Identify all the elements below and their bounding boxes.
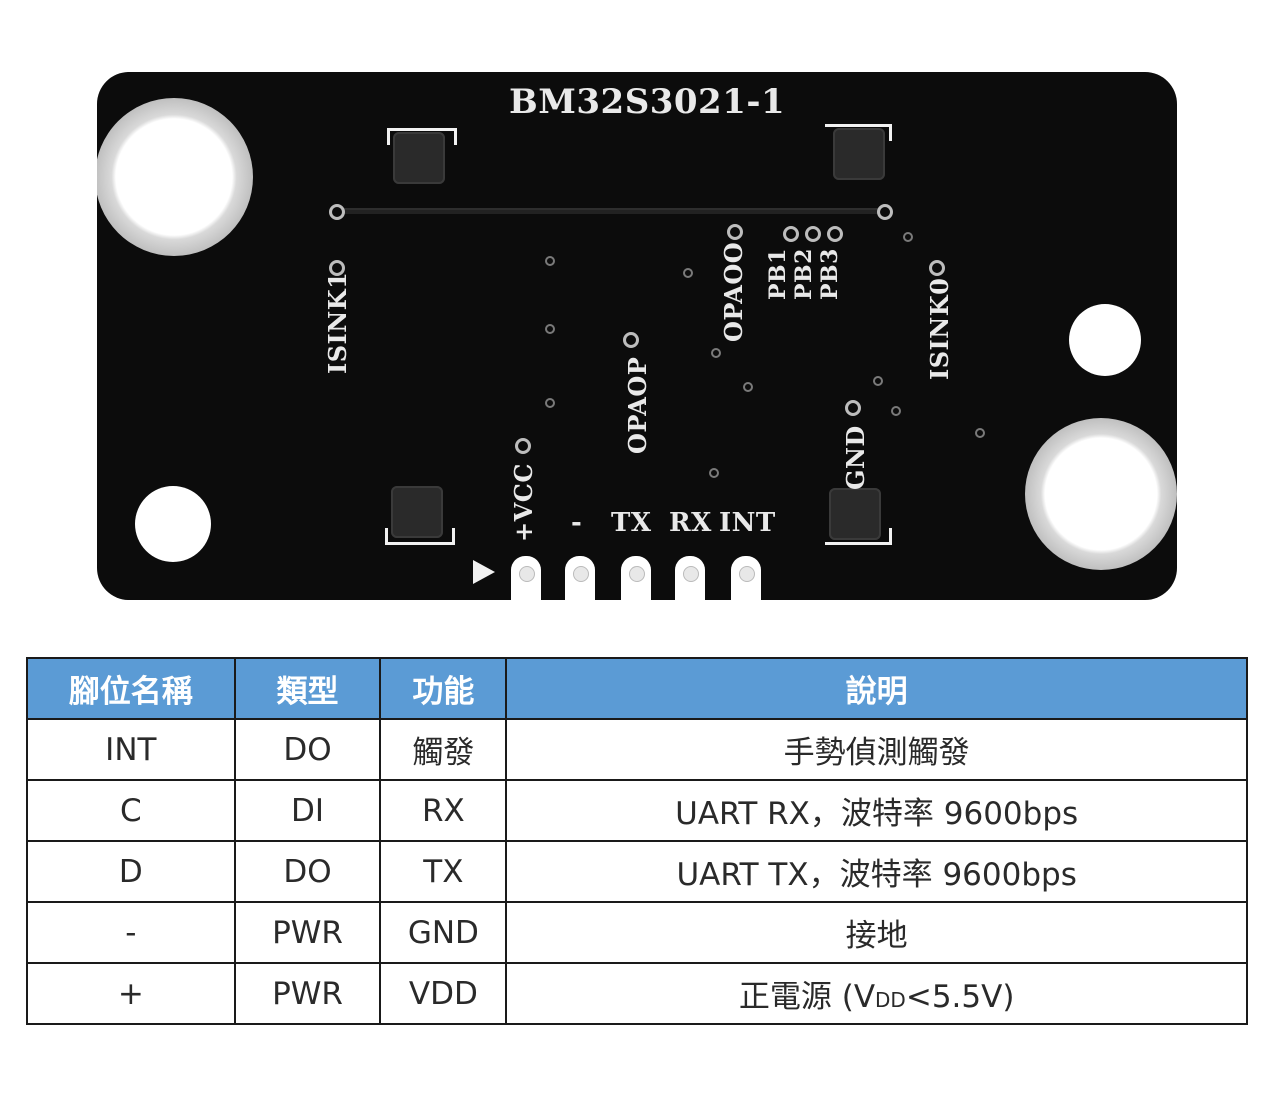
header-description: 說明 bbox=[505, 657, 1248, 720]
isink0-label: ISINK0 bbox=[925, 277, 954, 380]
mounting-hole-right-middle bbox=[1069, 304, 1141, 376]
cell-type: PWR bbox=[233, 901, 382, 964]
table-row: C DI RX UART RX，波特率 9600bps bbox=[26, 779, 1248, 842]
description-subscript: DD bbox=[875, 988, 906, 1012]
via bbox=[783, 226, 799, 242]
via bbox=[743, 382, 753, 392]
cell-pin-name: - bbox=[26, 901, 236, 964]
via bbox=[727, 224, 743, 240]
table-header-row: 腳位名稱 類型 功能 說明 bbox=[26, 657, 1248, 720]
table-row: - PWR GND 接地 bbox=[26, 901, 1248, 964]
header-pin-int bbox=[731, 556, 761, 600]
tx-label: TX bbox=[611, 508, 652, 538]
cell-type: DO bbox=[233, 840, 382, 903]
mounting-hole-bottom-right bbox=[1025, 418, 1177, 570]
opaoo-label: OPAOO bbox=[719, 241, 748, 342]
pin-description-table: 腳位名稱 類型 功能 說明 INT DO 觸發 手勢偵測觸發 C DI RX U… bbox=[26, 657, 1248, 1025]
cell-pin-name: C bbox=[26, 779, 236, 842]
cell-description: UART TX，波特率 9600bps bbox=[505, 840, 1248, 903]
pad-outline-bottom-right bbox=[825, 528, 892, 545]
mounting-hole-top-left bbox=[97, 98, 253, 256]
pb2-label: PB2 bbox=[791, 248, 817, 300]
board-model-label: BM32S3021-1 bbox=[509, 82, 786, 122]
vcc-label: +VCC bbox=[509, 463, 538, 542]
pad-outline-bottom-left bbox=[385, 528, 455, 545]
header-type: 類型 bbox=[233, 657, 382, 720]
opaop-label: OPAOP bbox=[623, 356, 652, 454]
cell-description: 手勢偵測觸發 bbox=[505, 718, 1248, 781]
header-pin-rx bbox=[675, 556, 705, 600]
via bbox=[329, 260, 345, 276]
cell-pin-name: + bbox=[26, 962, 236, 1025]
pb3-label: PB3 bbox=[817, 248, 843, 300]
table-row: D DO TX UART TX，波特率 9600bps bbox=[26, 840, 1248, 903]
via bbox=[891, 406, 901, 416]
via bbox=[545, 256, 555, 266]
cell-type: PWR bbox=[233, 962, 382, 1025]
pad-outline-top-right bbox=[825, 124, 892, 141]
pin1-arrow-icon bbox=[473, 560, 495, 584]
via bbox=[845, 400, 861, 416]
cell-description: UART RX，波特率 9600bps bbox=[505, 779, 1248, 842]
gnd-label: GND bbox=[841, 425, 870, 490]
pb1-label: PB1 bbox=[765, 248, 791, 300]
via bbox=[329, 204, 345, 220]
via bbox=[711, 348, 721, 358]
header-pin-gnd bbox=[565, 556, 595, 600]
pcb-board: BM32S3021-1 ISINK1 OPAOP OPAOO PB1 PB2 P… bbox=[97, 72, 1177, 600]
minus-label: - bbox=[571, 508, 583, 538]
via bbox=[545, 324, 555, 334]
cell-description: 接地 bbox=[505, 901, 1248, 964]
smd-pad-bottom-right bbox=[829, 488, 881, 540]
pcb-trace bbox=[335, 208, 883, 214]
cell-description: 正電源 (VDD<5.5V) bbox=[505, 962, 1248, 1025]
mounting-hole-bottom-left bbox=[135, 486, 211, 562]
description-suffix: <5.5V) bbox=[905, 979, 1015, 1015]
cell-function: RX bbox=[379, 779, 508, 842]
smd-pad-top-right bbox=[833, 128, 885, 180]
via bbox=[805, 226, 821, 242]
header-pin-tx bbox=[621, 556, 651, 600]
via bbox=[683, 268, 693, 278]
smd-pad-top-left bbox=[393, 132, 445, 184]
via bbox=[515, 438, 531, 454]
via bbox=[623, 332, 639, 348]
isink1-label: ISINK1 bbox=[323, 271, 352, 374]
via bbox=[877, 204, 893, 220]
cell-function: VDD bbox=[379, 962, 508, 1025]
cell-function: TX bbox=[379, 840, 508, 903]
pad-outline-top-left bbox=[387, 128, 457, 145]
int-label: INT bbox=[719, 508, 776, 538]
cell-type: DI bbox=[233, 779, 382, 842]
smd-pad-bottom-left bbox=[391, 486, 443, 538]
cell-function: 觸發 bbox=[379, 718, 508, 781]
table-row: + PWR VDD 正電源 (VDD<5.5V) bbox=[26, 962, 1248, 1025]
header-pin-name: 腳位名稱 bbox=[26, 657, 236, 720]
via bbox=[545, 398, 555, 408]
via bbox=[827, 226, 843, 242]
via bbox=[929, 260, 945, 276]
via bbox=[709, 468, 719, 478]
cell-type: DO bbox=[233, 718, 382, 781]
cell-function: GND bbox=[379, 901, 508, 964]
description-prefix: 正電源 (V bbox=[738, 979, 876, 1015]
via bbox=[903, 232, 913, 242]
cell-pin-name: INT bbox=[26, 718, 236, 781]
cell-pin-name: D bbox=[26, 840, 236, 903]
header-pin-vcc bbox=[511, 556, 541, 600]
rx-label: RX bbox=[669, 508, 712, 538]
table-row: INT DO 觸發 手勢偵測觸發 bbox=[26, 718, 1248, 781]
via bbox=[975, 428, 985, 438]
header-function: 功能 bbox=[379, 657, 508, 720]
via bbox=[873, 376, 883, 386]
